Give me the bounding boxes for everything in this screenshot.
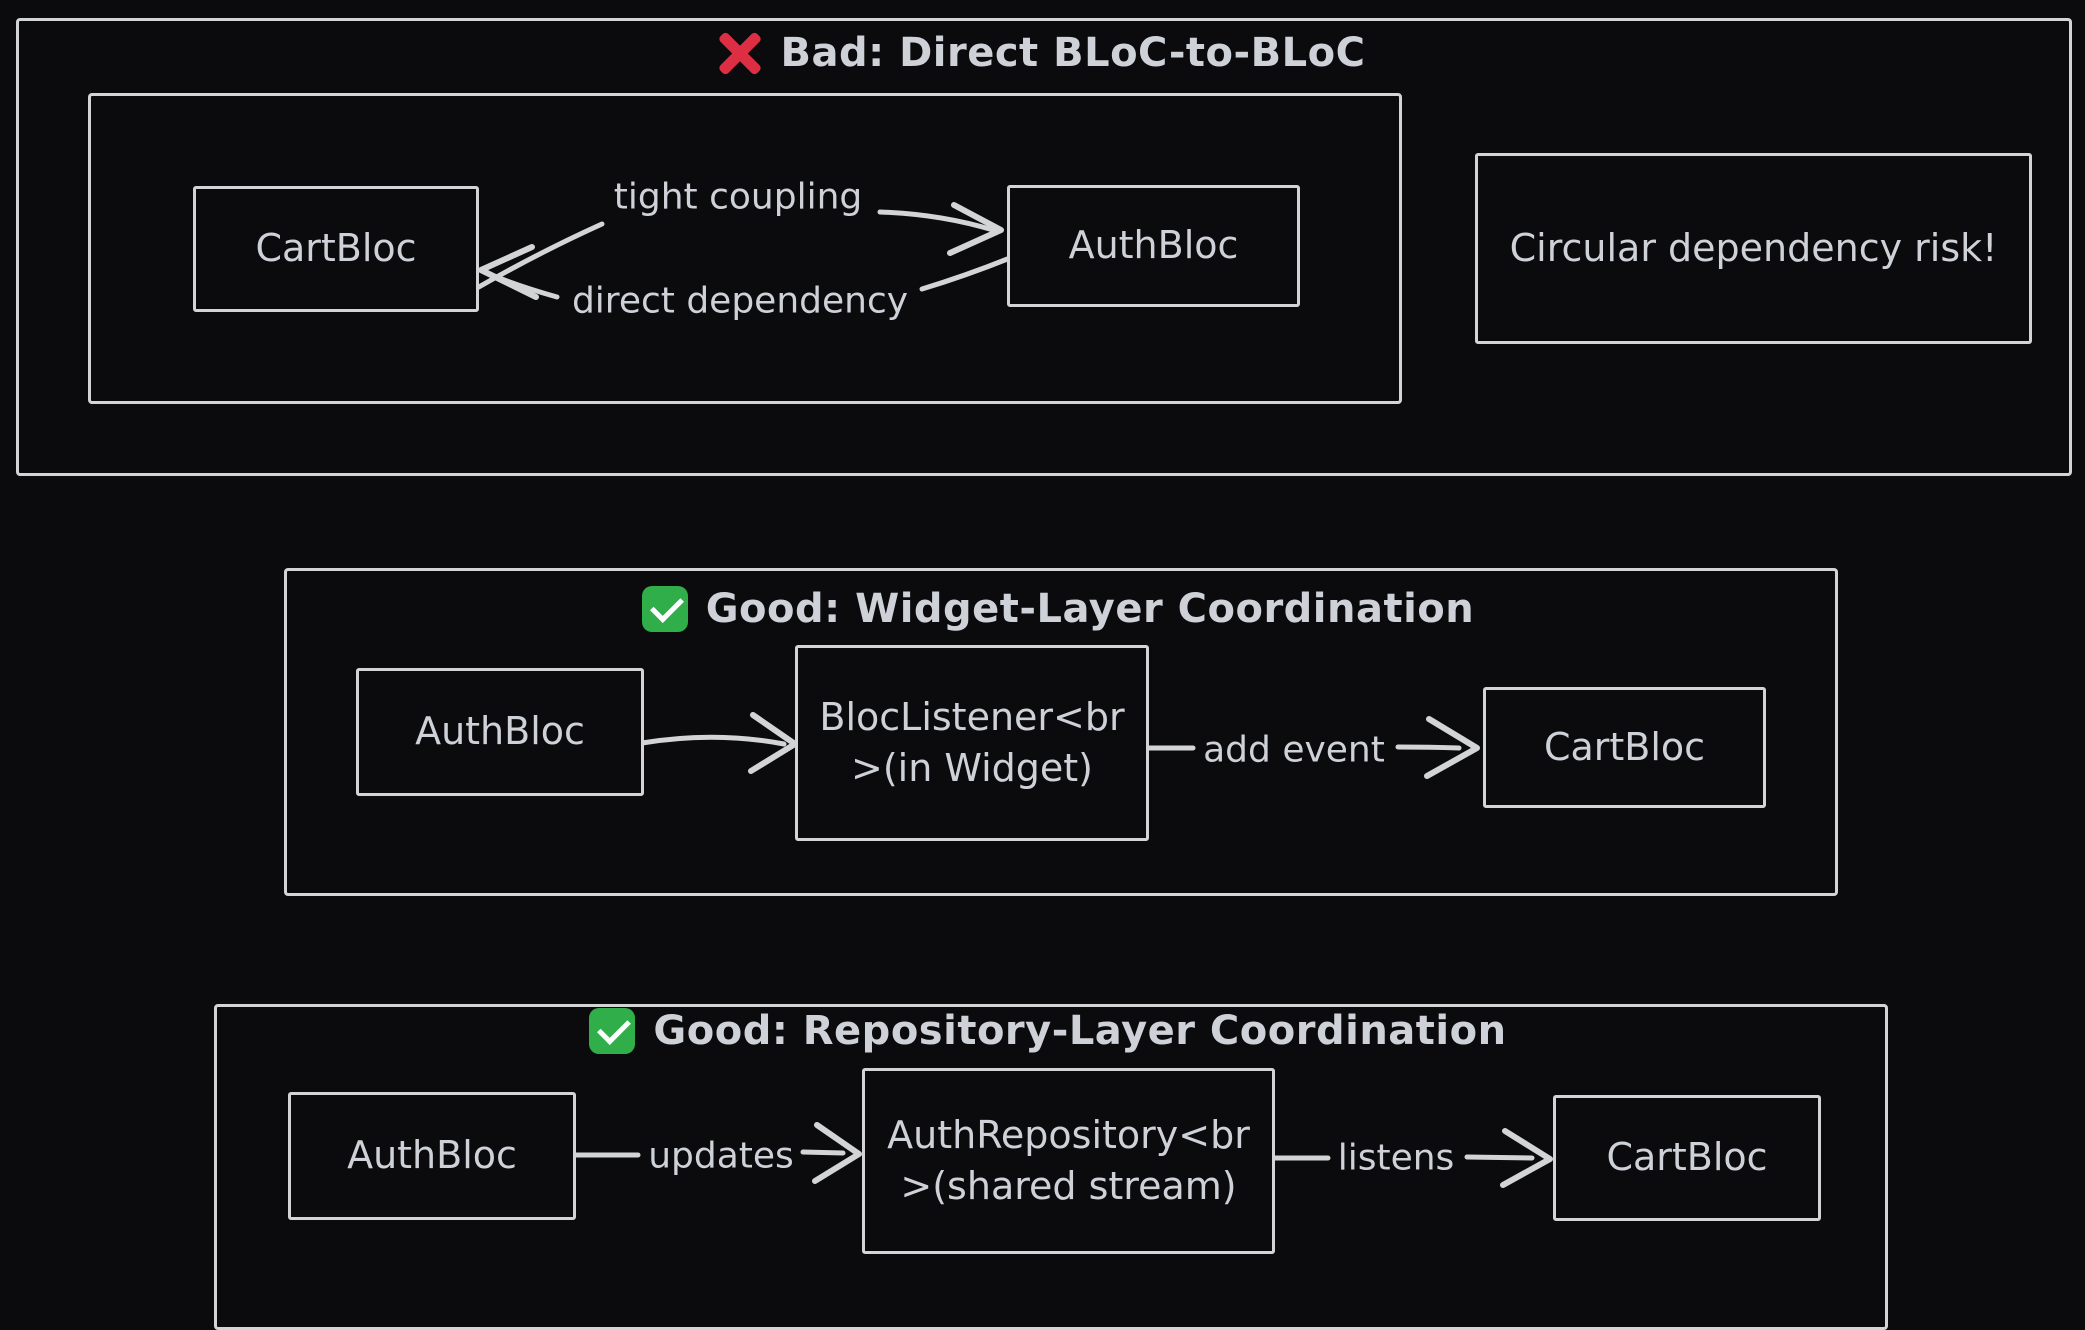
edge-label-listens: listens bbox=[1331, 1137, 1461, 1179]
node-label: AuthBloc bbox=[415, 709, 585, 754]
bad-section-title: Bad: Direct BLoC-to-BLoC bbox=[16, 26, 2066, 80]
node-label: Circular dependency risk! bbox=[1509, 225, 1998, 270]
edge-label-updates: updates bbox=[642, 1135, 800, 1177]
node-cartbloc-widget: CartBloc bbox=[1483, 687, 1766, 808]
node-label: CartBloc bbox=[1606, 1135, 1768, 1180]
node-label-line2: >(in Widget) bbox=[850, 746, 1094, 790]
cross-mark-icon bbox=[717, 30, 763, 76]
node-bloclistener: BlocListener<br >(in Widget) bbox=[795, 645, 1149, 841]
node-label: CartBloc bbox=[1543, 724, 1706, 769]
node-label-line2: >(shared stream) bbox=[900, 1164, 1237, 1208]
node-label: CartBloc bbox=[255, 226, 417, 271]
node-authbloc-bad: AuthBloc bbox=[1007, 185, 1300, 307]
repo-section-outer-box bbox=[214, 1004, 1888, 1330]
node-label: AuthBloc bbox=[347, 1133, 517, 1178]
edge-label-tight-coupling: tight coupling bbox=[607, 176, 869, 218]
widget-section-title-text: Good: Widget-Layer Coordination bbox=[705, 586, 1475, 632]
node-label: AuthBloc bbox=[1068, 223, 1239, 268]
node-cartbloc-bad: CartBloc bbox=[193, 186, 479, 312]
bad-section-outer-box bbox=[16, 18, 2072, 476]
repo-section-title: Good: Repository-Layer Coordination bbox=[214, 1006, 1882, 1056]
bad-section-inner-box bbox=[88, 93, 1402, 404]
widget-section-outer-box bbox=[284, 568, 1838, 896]
node-label-line1: AuthRepository<br bbox=[887, 1112, 1250, 1157]
bad-section-title-text: Bad: Direct BLoC-to-BLoC bbox=[780, 30, 1366, 76]
node-authrepository: AuthRepository<br >(shared stream) bbox=[862, 1068, 1275, 1254]
edge-label-direct-dependency: direct dependency bbox=[565, 280, 915, 322]
node-label-line1: BlocListener<br bbox=[819, 694, 1125, 739]
check-mark-icon bbox=[641, 586, 688, 632]
node-cartbloc-repo: CartBloc bbox=[1553, 1095, 1821, 1221]
node-authbloc-widget: AuthBloc bbox=[356, 668, 644, 796]
edge-label-add-event: add event bbox=[1197, 729, 1391, 771]
node-circular-dependency-risk: Circular dependency risk! bbox=[1475, 153, 2032, 344]
node-authbloc-repo: AuthBloc bbox=[288, 1092, 576, 1220]
widget-section-title: Good: Widget-Layer Coordination bbox=[284, 584, 1832, 634]
repo-section-title-text: Good: Repository-Layer Coordination bbox=[653, 1008, 1507, 1054]
check-mark-icon bbox=[589, 1008, 636, 1054]
